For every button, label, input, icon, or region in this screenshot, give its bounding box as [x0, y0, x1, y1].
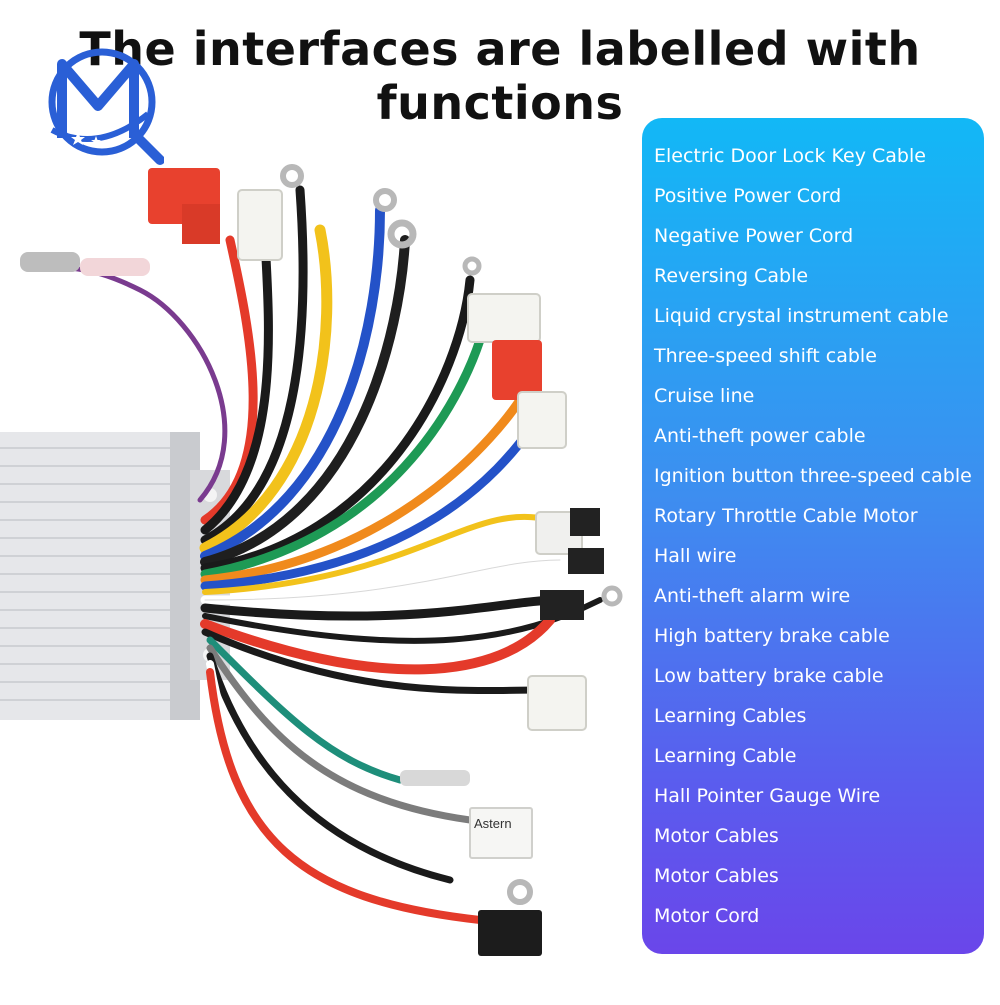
label-item: Reversing Cable [654, 265, 809, 287]
label-item: Motor Cord [654, 905, 760, 927]
label-item: Motor Cables [654, 825, 779, 847]
label-item: Ignition button three-speed cable [654, 465, 972, 487]
label-item: Electric Door Lock Key Cable [654, 145, 926, 167]
label-item: Low battery brake cable [654, 665, 884, 687]
connectors [20, 164, 623, 956]
label-item: High battery brake cable [654, 625, 890, 647]
brand-logo [38, 42, 165, 168]
label-item: Rotary Throttle Cable Motor [654, 505, 918, 527]
mq-logo-icon [48, 48, 165, 165]
label-item: Liquid crystal instrument cable [654, 305, 949, 327]
controller-housing [0, 432, 230, 720]
labels-panel: Electric Door Lock Key Cable Positive Po… [642, 118, 984, 954]
label-item: Anti-theft alarm wire [654, 585, 851, 607]
label-item: Anti-theft power cable [654, 425, 866, 447]
label-item: Motor Cables [654, 865, 779, 887]
label-item: Learning Cables [654, 705, 807, 727]
page-title: The interfaces are labelled with functio… [79, 22, 921, 130]
astern-tag: Astern [474, 816, 512, 831]
label-item: Hall Pointer Gauge Wire [654, 785, 881, 807]
label-item: Learning Cable [654, 745, 797, 767]
label-item: Cruise line [654, 385, 755, 407]
label-item: Hall wire [654, 545, 737, 567]
label-item: Negative Power Cord [654, 225, 854, 247]
wire-bundle [67, 185, 603, 924]
label-item: Positive Power Cord [654, 185, 842, 207]
controller-photo: Astern [0, 140, 640, 1000]
wire-function-list: Electric Door Lock Key Cable Positive Po… [654, 140, 972, 940]
label-item: Three-speed shift cable [654, 345, 877, 367]
